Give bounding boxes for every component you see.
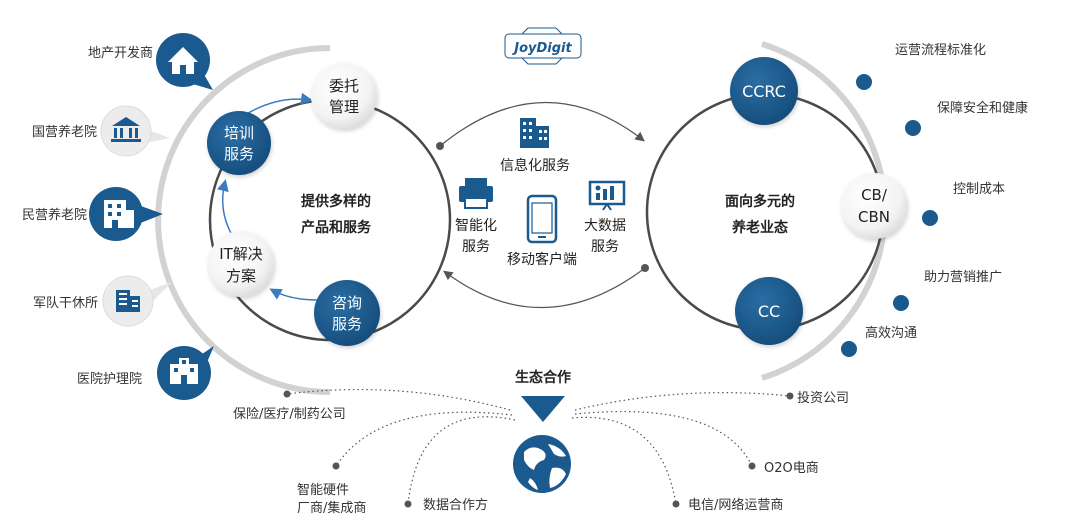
- benefit-safety-health: 保障安全和健康: [905, 100, 1028, 136]
- benefit-label: 运营流程标准化: [895, 43, 986, 58]
- format-cc-label: CC: [758, 302, 780, 321]
- service-entrust-line1: 委托: [329, 77, 359, 95]
- format-ccrc[interactable]: CCRC: [730, 57, 798, 125]
- middle-item-intelligent[interactable]: 智能化 服务: [455, 178, 497, 255]
- left-center-title-line2: 产品和服务: [301, 219, 372, 236]
- client-hospital-care-home[interactable]: 医院护理院: [77, 346, 214, 400]
- client-property-developer[interactable]: 地产开发商: [88, 33, 213, 90]
- format-cb-line1: CB/: [861, 186, 888, 204]
- left-center-title-line1: 提供多样的: [301, 193, 371, 210]
- middle-item-informatization[interactable]: 信息化服务: [500, 118, 570, 174]
- client-label: 地产开发商: [88, 45, 153, 61]
- ecosystem-section: 生态合作 保险/医疗/制药公司 智能硬件 厂商/集成商 数据合作方 电: [233, 369, 849, 516]
- benefit-label: 助力营销推广: [924, 270, 1002, 285]
- right-center-title-line1: 面向多元的: [725, 193, 795, 210]
- middle-item-label: 智能化: [455, 218, 497, 234]
- client-label: 民营养老院: [22, 207, 87, 223]
- benefit-cost-control: 控制成本: [922, 182, 1005, 226]
- service-consulting-line2: 服务: [332, 315, 362, 333]
- printer-icon: [459, 178, 493, 209]
- service-entrust-management[interactable]: 委托 管理: [311, 63, 377, 129]
- hospital-icon: [170, 358, 198, 384]
- connector-telecom: [571, 416, 677, 505]
- client-label: 军队干休所: [33, 296, 98, 311]
- middle-item-label-2: 服务: [462, 239, 490, 255]
- service-it-solution[interactable]: IT解决 方案: [208, 231, 274, 297]
- partner-label: 电信/网络运营商: [688, 497, 783, 513]
- connector-data-partner: [407, 416, 516, 505]
- arrow-consult-to-it: [269, 288, 319, 301]
- benefit-label: 高效沟通: [865, 325, 917, 341]
- connector-investment: [574, 392, 791, 411]
- format-cb-line2: CBN: [858, 208, 890, 226]
- benefit-label: 保障安全和健康: [937, 100, 1028, 116]
- middle-item-label: 大数据: [584, 218, 626, 234]
- house-icon: [168, 47, 198, 74]
- ecosystem-title: 生态合作: [515, 369, 571, 386]
- service-consulting[interactable]: 咨询 服务: [314, 280, 380, 346]
- connector-hardware: [335, 411, 513, 467]
- middle-section: 信息化服务 智能化 服务 大数据 服务: [436, 101, 649, 309]
- client-military-retreat[interactable]: 军队干休所: [33, 275, 172, 327]
- partner-label: 保险/医疗/制药公司: [233, 407, 346, 422]
- benefit-marketing: 助力营销推广: [893, 270, 1002, 311]
- middle-item-label: 信息化服务: [500, 157, 570, 174]
- service-it-line2: 方案: [226, 267, 256, 285]
- format-cb-cbn[interactable]: CB/ CBN: [841, 173, 907, 239]
- left-panel: 提供多样的 产品和服务 委托 管理 培训 服务 IT解决 方案 咨询 服务: [22, 33, 452, 400]
- partner-label: 智能硬件: [297, 483, 349, 498]
- middle-item-label: 移动客户端: [507, 251, 577, 268]
- globe-icon: [513, 435, 571, 493]
- bottom-flow-arrow: [443, 267, 646, 309]
- client-label: 国营养老院: [32, 124, 97, 140]
- brand-logo-text: JoyDigit: [511, 41, 572, 56]
- right-panel: 面向多元的 养老业态 CCRC CB/ CBN CC 运营流程标准化 保障安全和…: [645, 41, 1028, 381]
- partner-label: O2O电商: [764, 461, 819, 476]
- presentation-board-icon: [588, 180, 626, 211]
- partner-label: 投资公司: [797, 390, 849, 406]
- connector-insurance: [286, 388, 511, 411]
- service-training-line2: 服务: [224, 145, 254, 163]
- service-training-line1: 培训: [224, 124, 254, 142]
- format-cc[interactable]: CC: [735, 277, 803, 345]
- brand-logo: JoyDigit: [504, 27, 582, 65]
- right-center-title-line2: 养老业态: [731, 219, 788, 236]
- mobile-phone-icon: [526, 194, 558, 244]
- arrow-it-to-training: [216, 179, 233, 236]
- middle-item-bigdata[interactable]: 大数据 服务: [584, 180, 626, 255]
- client-private-nursing-home[interactable]: 民营养老院: [22, 187, 163, 241]
- partner-label: 数据合作方: [423, 497, 488, 513]
- middle-item-label-2: 服务: [591, 239, 619, 255]
- buildings-icon: [520, 118, 549, 148]
- office-building-icon: [116, 290, 140, 312]
- client-state-nursing-home[interactable]: 国营养老院: [32, 105, 170, 157]
- down-triangle-icon: [521, 396, 565, 422]
- benefit-standardized-process: 运营流程标准化: [856, 43, 986, 90]
- benefit-communication: 高效沟通: [841, 325, 917, 357]
- service-consulting-line1: 咨询: [332, 294, 362, 312]
- building-icon: [104, 200, 134, 228]
- service-training[interactable]: 培训 服务: [207, 111, 271, 175]
- connector-o2o: [574, 411, 753, 467]
- benefit-label: 控制成本: [953, 182, 1005, 197]
- client-label: 医院护理院: [77, 372, 142, 387]
- middle-item-mobile[interactable]: 移动客户端: [507, 194, 577, 268]
- top-flow-arrow: [439, 101, 645, 147]
- format-ccrc-label: CCRC: [742, 82, 786, 101]
- left-outer-arc: [155, 45, 331, 395]
- service-entrust-line2: 管理: [329, 98, 359, 116]
- service-it-line1: IT解决: [219, 245, 263, 263]
- partner-label: 厂商/集成商: [297, 500, 366, 516]
- institution-icon: [111, 117, 141, 142]
